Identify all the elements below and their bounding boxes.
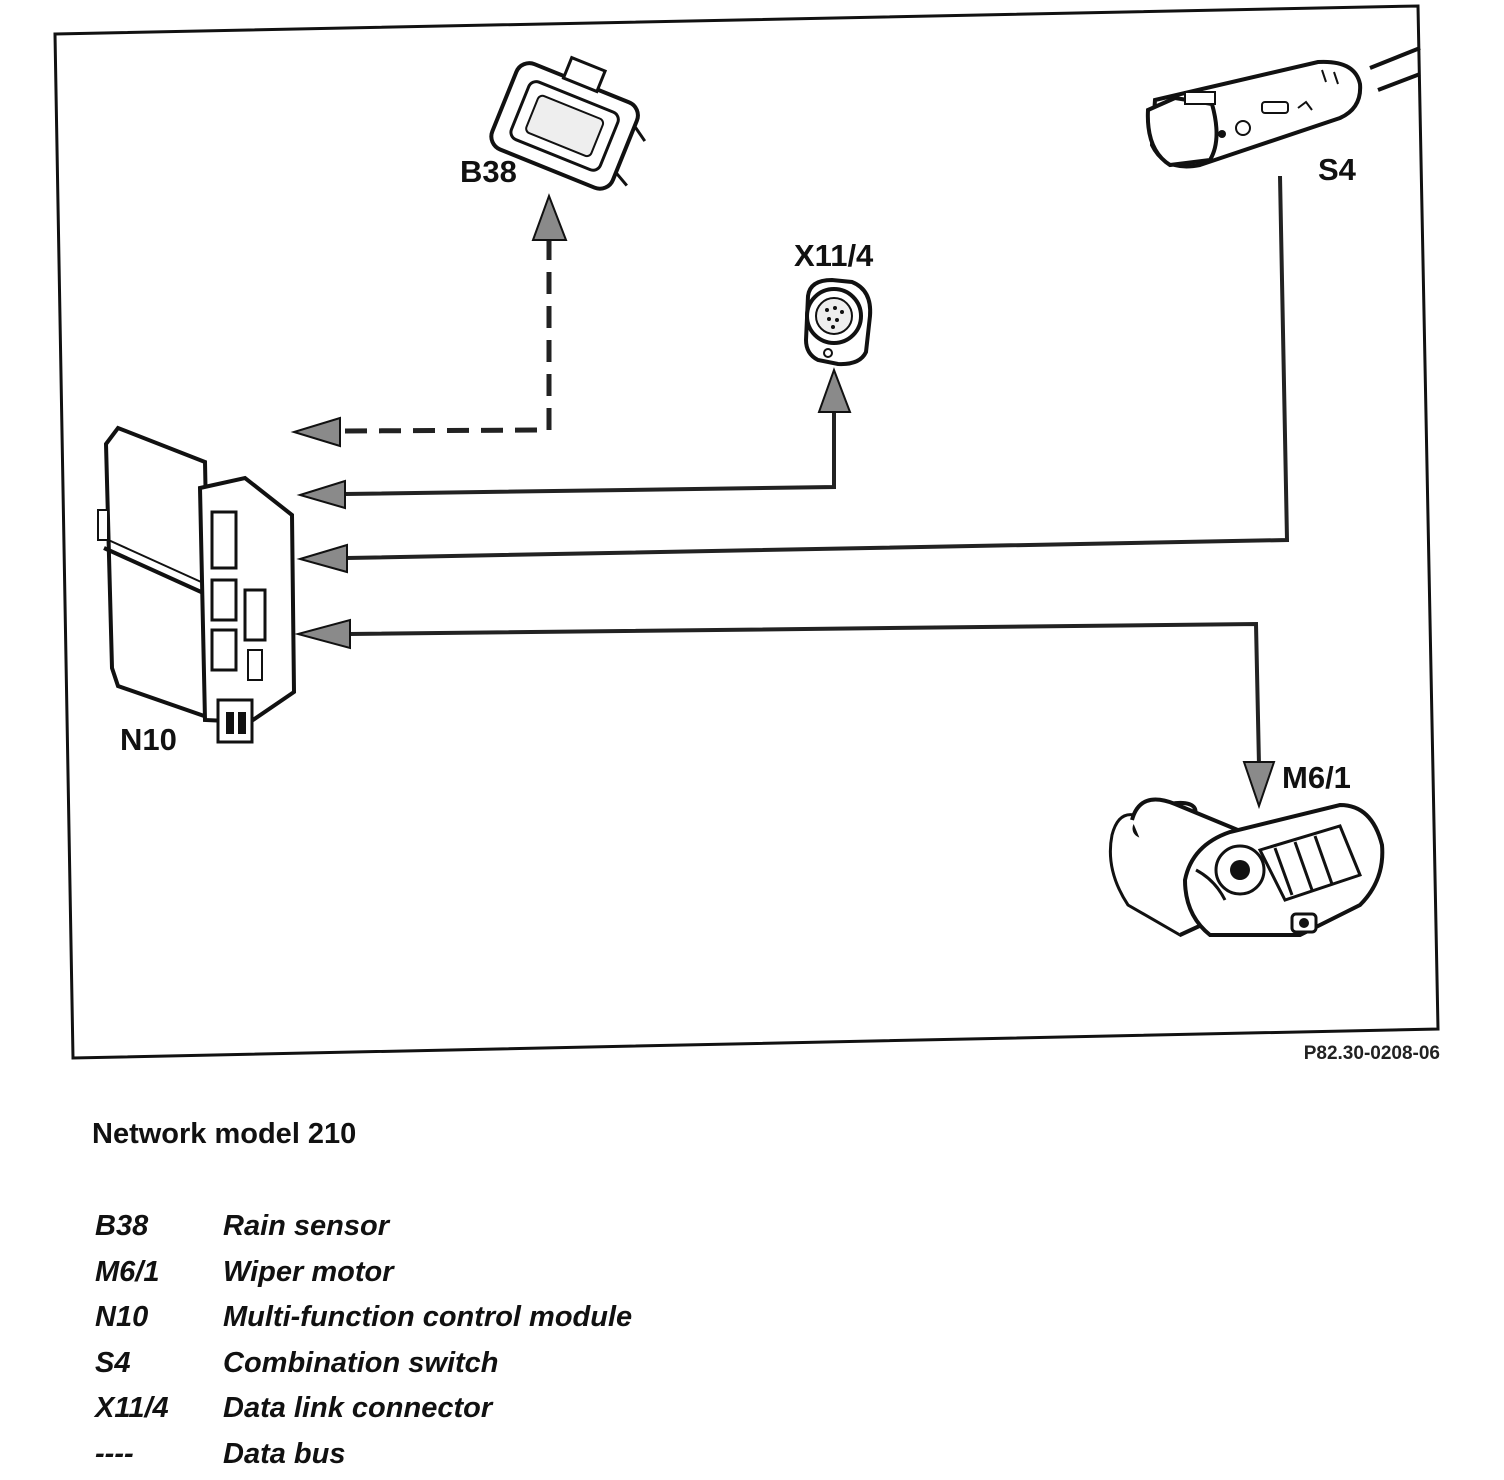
arrow-to-n10-x11 (296, 479, 346, 510)
arrow-to-n10-dashed (290, 416, 341, 448)
legend-description: Combination switch (223, 1346, 499, 1379)
connection-b38-n10 (290, 193, 568, 448)
arrow-to-m61 (1242, 761, 1276, 810)
diagram-caption: Network model 210 (92, 1118, 357, 1150)
legend-code: X11/4 (95, 1392, 169, 1425)
legend-code: B38 (95, 1210, 149, 1243)
legend-description: Data link connector (223, 1392, 493, 1425)
arrow-to-x11 (817, 367, 852, 413)
legend-code: N10 (95, 1301, 149, 1334)
legend-row: S4 Combination switch (95, 1341, 632, 1387)
control-module-n10-icon (97, 425, 297, 744)
legend-description: Data bus (223, 1437, 346, 1470)
label-s4: S4 (1318, 152, 1357, 187)
legend-row: M6/1 Wiper motor (95, 1250, 632, 1296)
combination-switch-s4-icon (1145, 46, 1421, 169)
label-x11-4: X11/4 (794, 238, 874, 273)
label-b38: B38 (460, 154, 517, 189)
label-m6-1: M6/1 (1282, 760, 1351, 795)
wiper-motor-m61-icon (1108, 797, 1385, 938)
legend-row: X11/4 Data link connector (95, 1386, 632, 1432)
legend-code: S4 (95, 1346, 131, 1379)
rain-sensor-b38-icon (489, 55, 647, 191)
figure-code: P82.30-0208-06 (1303, 1043, 1440, 1064)
connection-x11-n10 (296, 367, 852, 510)
legend-row: B38 Rain sensor (95, 1204, 632, 1250)
label-n10: N10 (120, 722, 177, 757)
legend-description: Rain sensor (223, 1210, 389, 1243)
arrow-to-n10-m61 (294, 618, 351, 650)
connection-s4-n10 (296, 175, 1290, 574)
legend-code: ---- (95, 1437, 134, 1470)
legend-description: Multi-function control module (223, 1301, 633, 1334)
legend: B38 Rain sensor M6/1 Wiper motor N10 Mul… (95, 1204, 632, 1477)
legend-row: ---- Data bus (95, 1432, 632, 1478)
legend-row: N10 Multi-function control module (95, 1295, 632, 1341)
connection-n10-m61 (294, 618, 1276, 810)
arrow-to-b38 (531, 193, 568, 241)
network-diagram: B38 X11/4 S4 (53, 4, 1440, 1060)
arrow-to-n10-s4 (296, 543, 348, 574)
legend-code: M6/1 (95, 1255, 160, 1288)
legend-description: Wiper motor (223, 1255, 394, 1288)
diagram-frame (53, 4, 1440, 1060)
data-link-connector-x11-icon (803, 277, 873, 367)
